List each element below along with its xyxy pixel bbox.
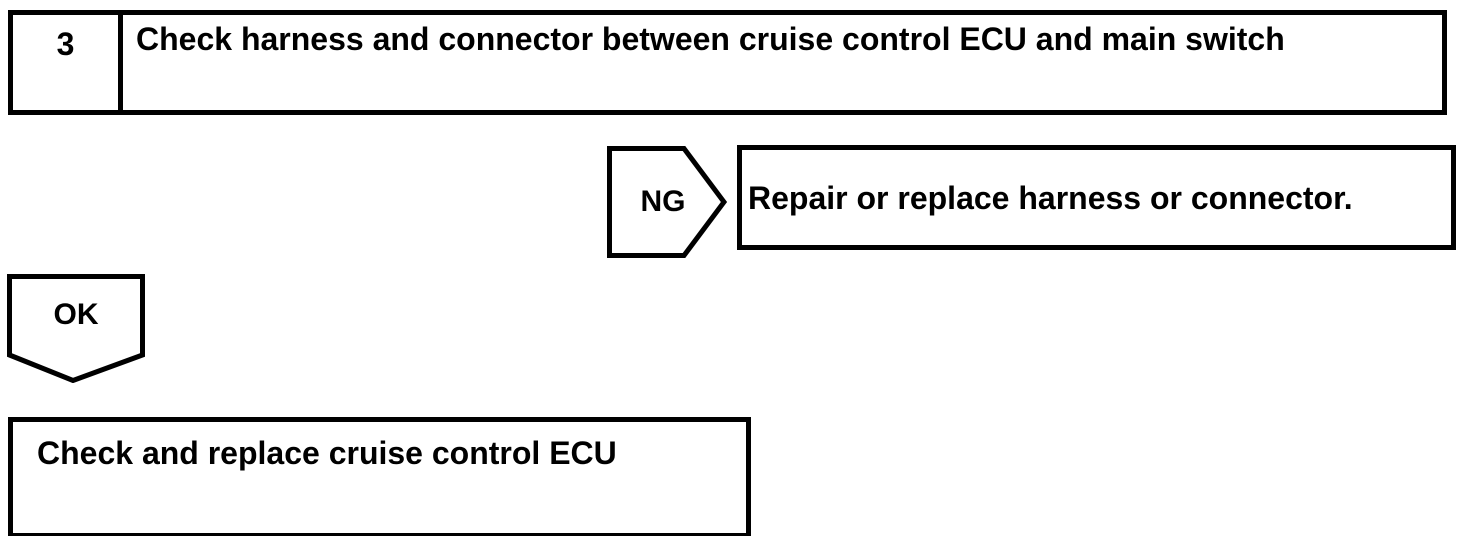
step-number: 3 bbox=[56, 26, 75, 62]
ng-result-box: Repair or replace harness or connector. bbox=[737, 145, 1456, 250]
step-number-cell: 3 bbox=[13, 15, 123, 110]
step-box: 3 Check harness and connector between cr… bbox=[8, 10, 1447, 115]
ok-result-box: Check and replace cruise control ECU bbox=[8, 417, 751, 536]
ng-result-text: Repair or replace harness or connector. bbox=[748, 179, 1353, 216]
ng-arrow-shape bbox=[607, 146, 727, 258]
ng-label: NG bbox=[640, 185, 686, 218]
step-title: Check harness and connector between crui… bbox=[136, 21, 1285, 57]
ok-connector: OK bbox=[7, 274, 145, 383]
ok-label: OK bbox=[53, 297, 99, 331]
ng-connector: NG bbox=[607, 146, 727, 258]
ok-result-text: Check and replace cruise control ECU bbox=[37, 435, 617, 471]
ok-arrow-shape bbox=[7, 274, 145, 383]
